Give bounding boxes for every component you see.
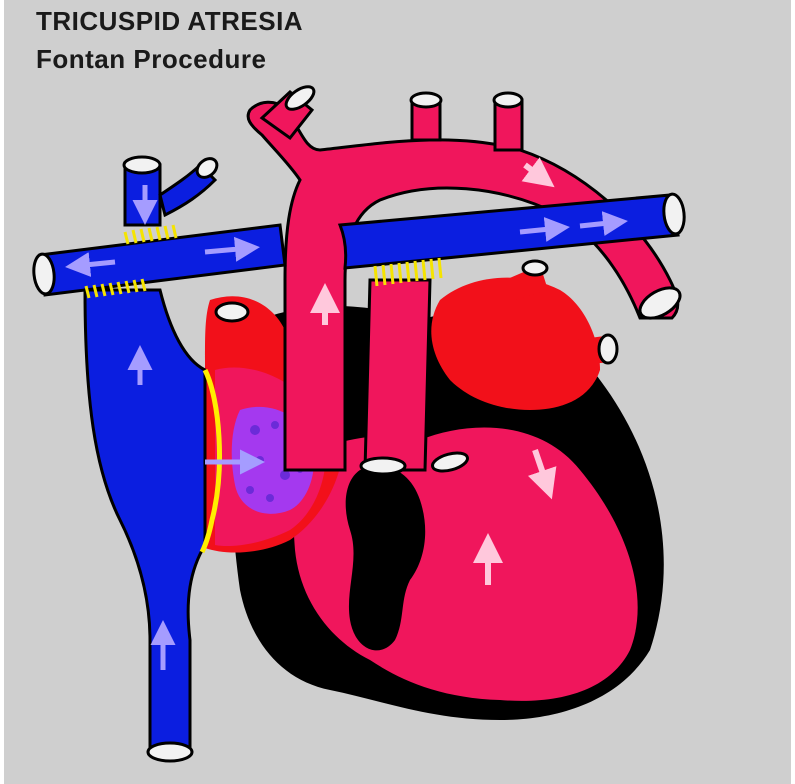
pulmonary-vein-top-opening bbox=[523, 261, 547, 275]
left-subclavian-opening bbox=[494, 93, 522, 107]
pulmonary-artery-left-branch bbox=[40, 225, 285, 295]
left-carotid-opening bbox=[411, 93, 441, 107]
ivc-opening bbox=[148, 743, 192, 761]
ligated-pa-stump bbox=[361, 458, 405, 474]
pulmonary-trunk bbox=[365, 280, 430, 470]
atrial-vessel-opening bbox=[216, 303, 248, 321]
pulmonary-vein-opening bbox=[599, 335, 617, 363]
vena-cava bbox=[85, 290, 205, 752]
svc-opening bbox=[124, 157, 160, 173]
